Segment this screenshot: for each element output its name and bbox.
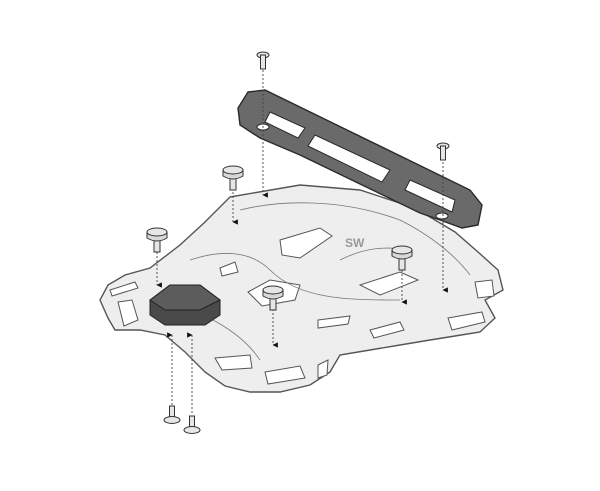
plate-slot [358, 271, 420, 296]
bracket-slot [264, 111, 306, 139]
stud-top [222, 165, 244, 175]
plate-slot [279, 227, 333, 259]
plate-slot [109, 281, 139, 297]
plate-slot [317, 315, 351, 329]
plate-slot [369, 321, 405, 339]
hardware [146, 51, 450, 434]
bracket-slot [307, 134, 391, 183]
bracket-slot [404, 179, 456, 213]
adapter-bracket [237, 89, 483, 229]
screw-shaft [260, 54, 266, 70]
plate-slot [317, 359, 329, 379]
plate-slot [219, 261, 239, 277]
screw-shaft [440, 145, 446, 161]
stud-top [146, 227, 168, 237]
plate-slot [264, 365, 306, 385]
plate-slot [474, 279, 495, 299]
sw-logo: SW [345, 236, 365, 250]
plate-slot [117, 299, 139, 327]
stud-top [262, 285, 284, 295]
rack-plate: SW [99, 184, 504, 393]
stud-top [391, 245, 413, 255]
bracket-hole [435, 212, 449, 220]
guide-lines [156, 70, 448, 415]
plate-slot [214, 354, 253, 371]
adapter-block [149, 284, 221, 326]
bolt-head [183, 426, 201, 434]
plate-slot [447, 311, 486, 331]
bolt-head [163, 416, 181, 424]
